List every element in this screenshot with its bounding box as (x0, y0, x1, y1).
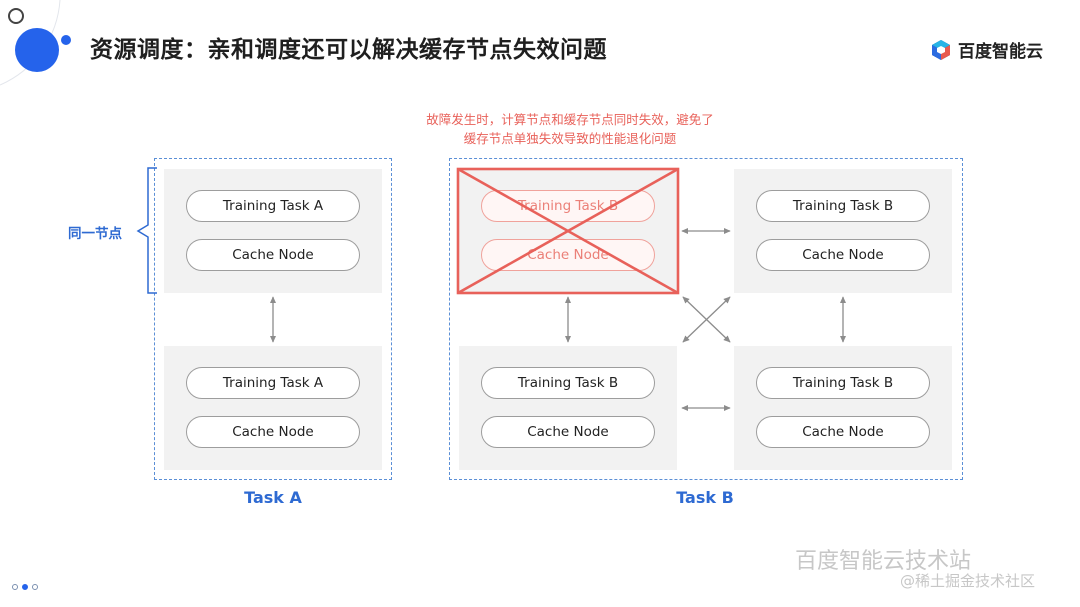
group-task-a (154, 158, 392, 480)
cube-logo-icon (932, 39, 950, 60)
page-indicator (12, 584, 38, 590)
training-task-pill: Training Task A (186, 367, 360, 399)
group-a-label: Task A (244, 488, 302, 507)
node-b1-failed (459, 169, 677, 293)
training-task-pill: Training Task A (186, 190, 360, 222)
node-b2 (734, 169, 952, 293)
watermark-sub: @稀土掘金技术社区 (900, 572, 1036, 590)
small-dot-icon (61, 35, 71, 45)
annotation-line-1: 故障发生时，计算节点和缓存节点同时失效，避免了 (426, 112, 714, 127)
cache-node-pill: Cache Node (186, 416, 360, 448)
group-b-label: Task B (676, 488, 734, 507)
training-task-pill: Training Task B (481, 367, 655, 399)
decorative-circles (0, 0, 71, 86)
group-task-b (449, 158, 963, 480)
slide-title: 资源调度：亲和调度还可以解决缓存节点失效问题 (90, 37, 607, 63)
cache-node-pill: Cache Node (756, 416, 930, 448)
training-task-pill: Training Task B (756, 367, 930, 399)
watermark-main: 百度智能云技术站 (795, 549, 972, 574)
brand-name: 百度智能云 (958, 42, 1043, 62)
cache-node-pill: Cache Node (186, 239, 360, 271)
node-b4 (734, 346, 952, 470)
brand-logo: 百度智能云 (930, 37, 1043, 62)
cache-node-pill: Cache Node (481, 416, 655, 448)
page-dot-active-icon (22, 584, 28, 590)
training-task-pill: Training Task B (481, 190, 655, 222)
node-b3 (459, 346, 677, 470)
failure-annotation: 故障发生时，计算节点和缓存节点同时失效，避免了 缓存节点单独失效导致的性能退化问… (380, 110, 760, 148)
ring-icon (8, 8, 24, 24)
page-dot-icon (12, 584, 18, 590)
page-dot-icon (32, 584, 38, 590)
cache-node-pill: Cache Node (756, 239, 930, 271)
node-a2 (164, 346, 382, 470)
node-a1 (164, 169, 382, 293)
same-node-bracket (136, 167, 157, 294)
training-task-pill: Training Task B (756, 190, 930, 222)
cache-node-pill: Cache Node (481, 239, 655, 271)
annotation-line-2: 缓存节点单独失效导致的性能退化问题 (463, 131, 677, 146)
same-node-label: 同一节点 (68, 226, 122, 242)
big-dot-icon (15, 28, 59, 72)
